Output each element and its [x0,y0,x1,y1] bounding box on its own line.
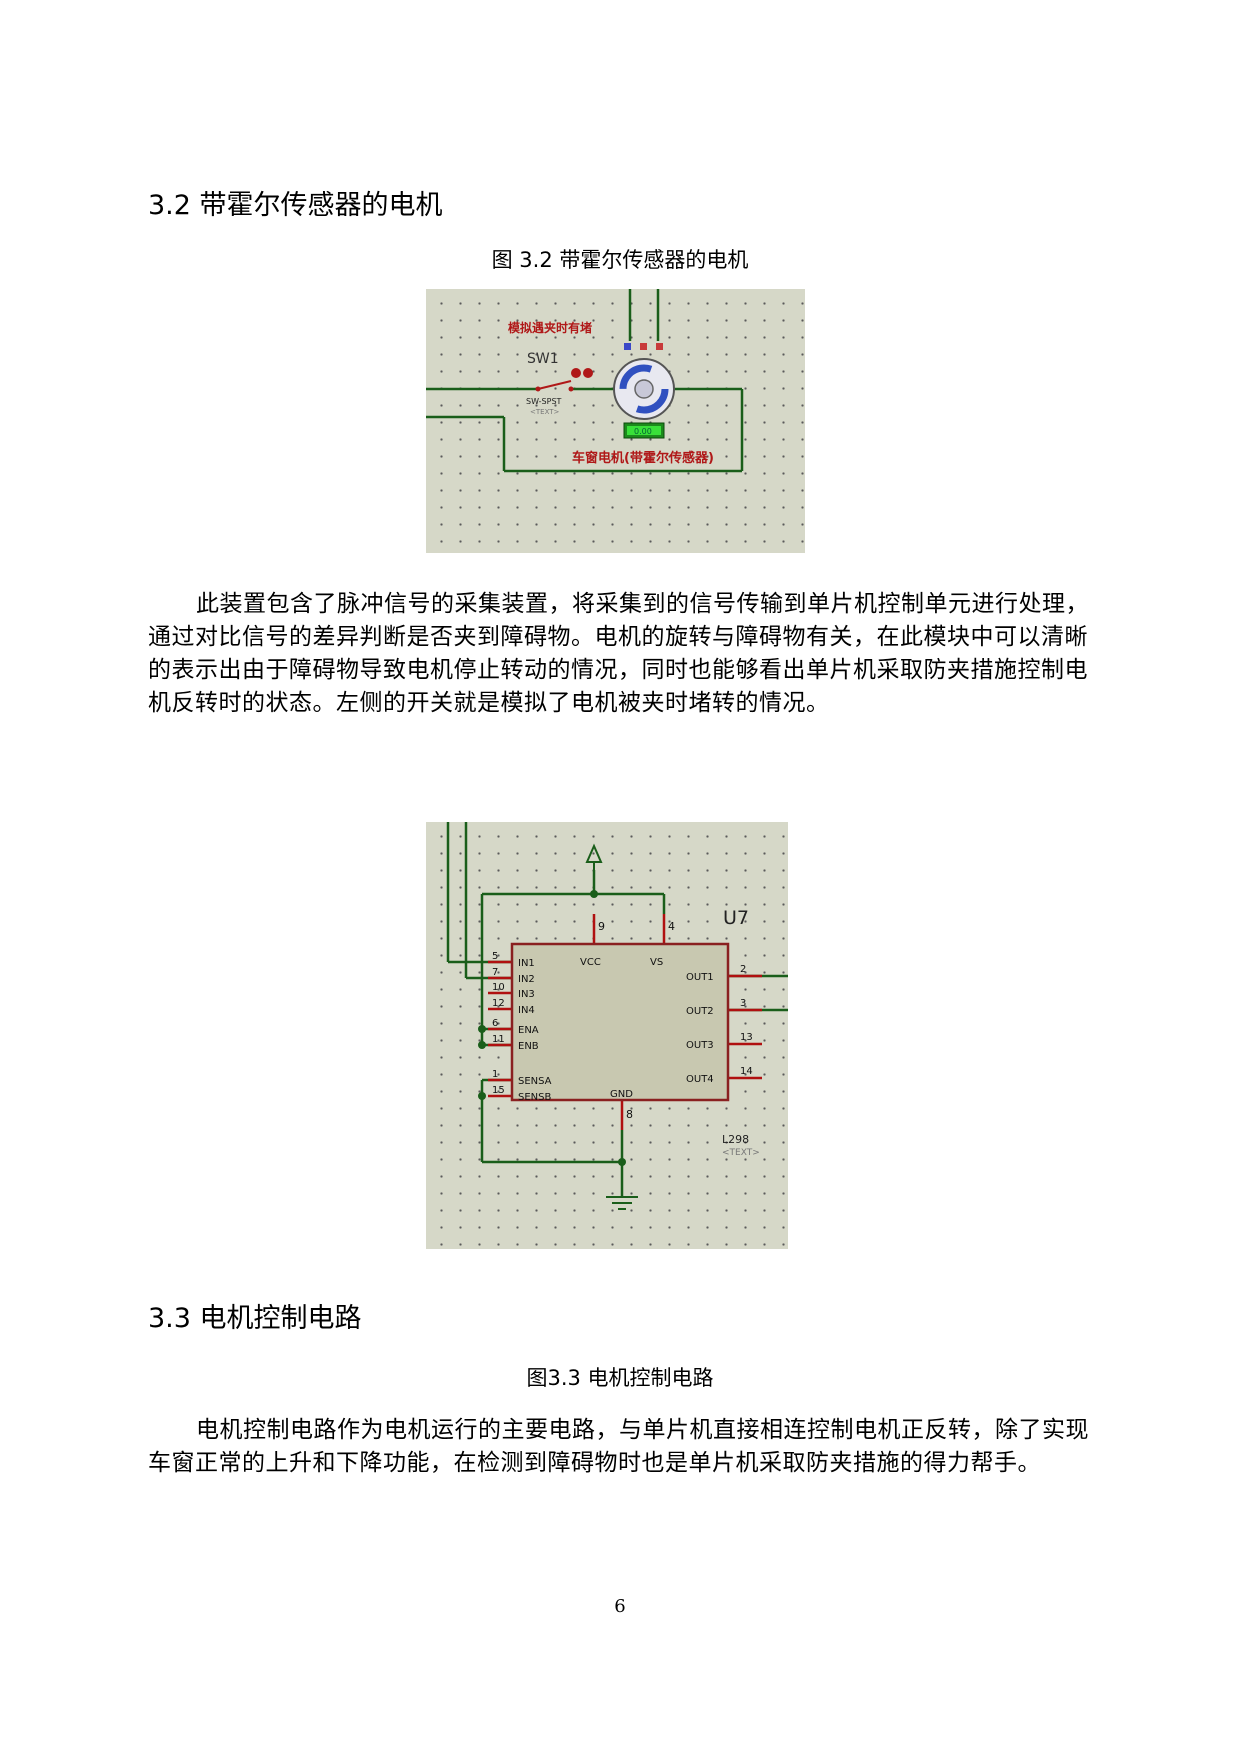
chip-ref-label: U7 [723,907,749,929]
figure-caption-3-3: 图3.3 电机控制电路 [526,1366,714,1390]
pin-name-right: OUT1 [686,972,714,983]
switch-type-label: SW-SPST [526,397,562,406]
motor-symbol [613,343,675,439]
pin-name-right: OUT4 [686,1074,714,1085]
chip-part-label: L298 [722,1133,749,1146]
pin-name-left: IN3 [518,989,535,1000]
pin-number-left: 7 [492,967,498,978]
switch-sw1 [535,368,593,392]
chip-text-placeholder: <TEXT> [722,1148,760,1158]
pin-number-gnd: 8 [626,1108,633,1121]
l298-chip-body [510,942,730,1102]
vs-label: VS [650,957,663,968]
section-paragraph-3-3: 电机控制电路作为电机运行的主要电路，与单片机直接相连控制电机正反转，除了实现车窗… [148,1417,1089,1476]
section-heading-3-3: 3.3 电机控制电路 [148,1303,362,1334]
pin-name-left: SENSA [518,1076,552,1087]
pin-name-left: SENSB [518,1092,551,1103]
pin-name-left: IN2 [518,974,535,985]
motor-readout: 0.00 [634,427,652,436]
pin-number-vcc: 9 [598,920,605,933]
junction-dot [478,1025,486,1033]
pin-number-right: 13 [740,1032,753,1043]
l298-pin-stubs [592,914,762,1130]
pin-name-left: ENB [518,1041,539,1052]
figure-label-top: 模拟遇夹时有堵 [508,320,592,335]
pin-name-right: OUT3 [686,1040,714,1051]
junction-dot [590,890,598,898]
junction-dot [478,1092,486,1100]
section-paragraph-3-2: 此装置包含了脉冲信号的采集装置，将采集到的信号传输到单片机控制单元进行处理，通过… [148,591,1089,716]
pin-number-vs: 4 [668,920,675,933]
figure-hall-motor: SW1 SW-SPST <TEXT> 0.00 模拟遇夹时有堵 车窗电机(带霍尔… [426,289,805,553]
junction-dot [478,1041,486,1049]
figure-label-bottom: 车窗电机(带霍尔传感器) [572,450,714,466]
switch-text-placeholder: <TEXT> [530,408,560,416]
vcc-label: VCC [580,957,601,968]
pin-number-right: 2 [740,964,746,975]
figure-caption-3-2: 图 3.2 带霍尔传感器的电机 [491,248,749,272]
hall-motor-schematic: SW1 SW-SPST <TEXT> 0.00 模拟遇夹时有堵 车窗电机(带霍尔… [426,289,744,473]
pin-name-left: IN4 [518,1005,535,1016]
pin-number-right: 14 [740,1066,753,1077]
ground-icon [606,1196,638,1210]
pin-number-left: 5 [492,951,498,962]
page-number: 6 [614,1596,626,1617]
pin-number-left: 10 [492,982,505,993]
motor-wires [426,289,744,473]
junction-dot [618,1158,626,1166]
pin-number-left: 12 [492,998,505,1009]
gnd-label: GND [610,1089,633,1100]
pin-number-left: 6 [492,1018,498,1029]
pin-number-left: 11 [492,1034,505,1045]
pin-name-left: ENA [518,1025,539,1036]
section-heading-3-2: 3.2 带霍尔传感器的电机 [148,190,443,221]
pin-number-left: 1 [492,1069,498,1080]
l298-left-pins [488,960,512,1098]
pin-name-right: OUT2 [686,1006,714,1017]
pin-number-right: 3 [740,998,746,1009]
switch-ref-label: SW1 [527,351,559,367]
pin-name-left: IN1 [518,958,535,969]
pin-number-left: 15 [492,1085,505,1096]
power-terminal-icon [585,843,603,870]
